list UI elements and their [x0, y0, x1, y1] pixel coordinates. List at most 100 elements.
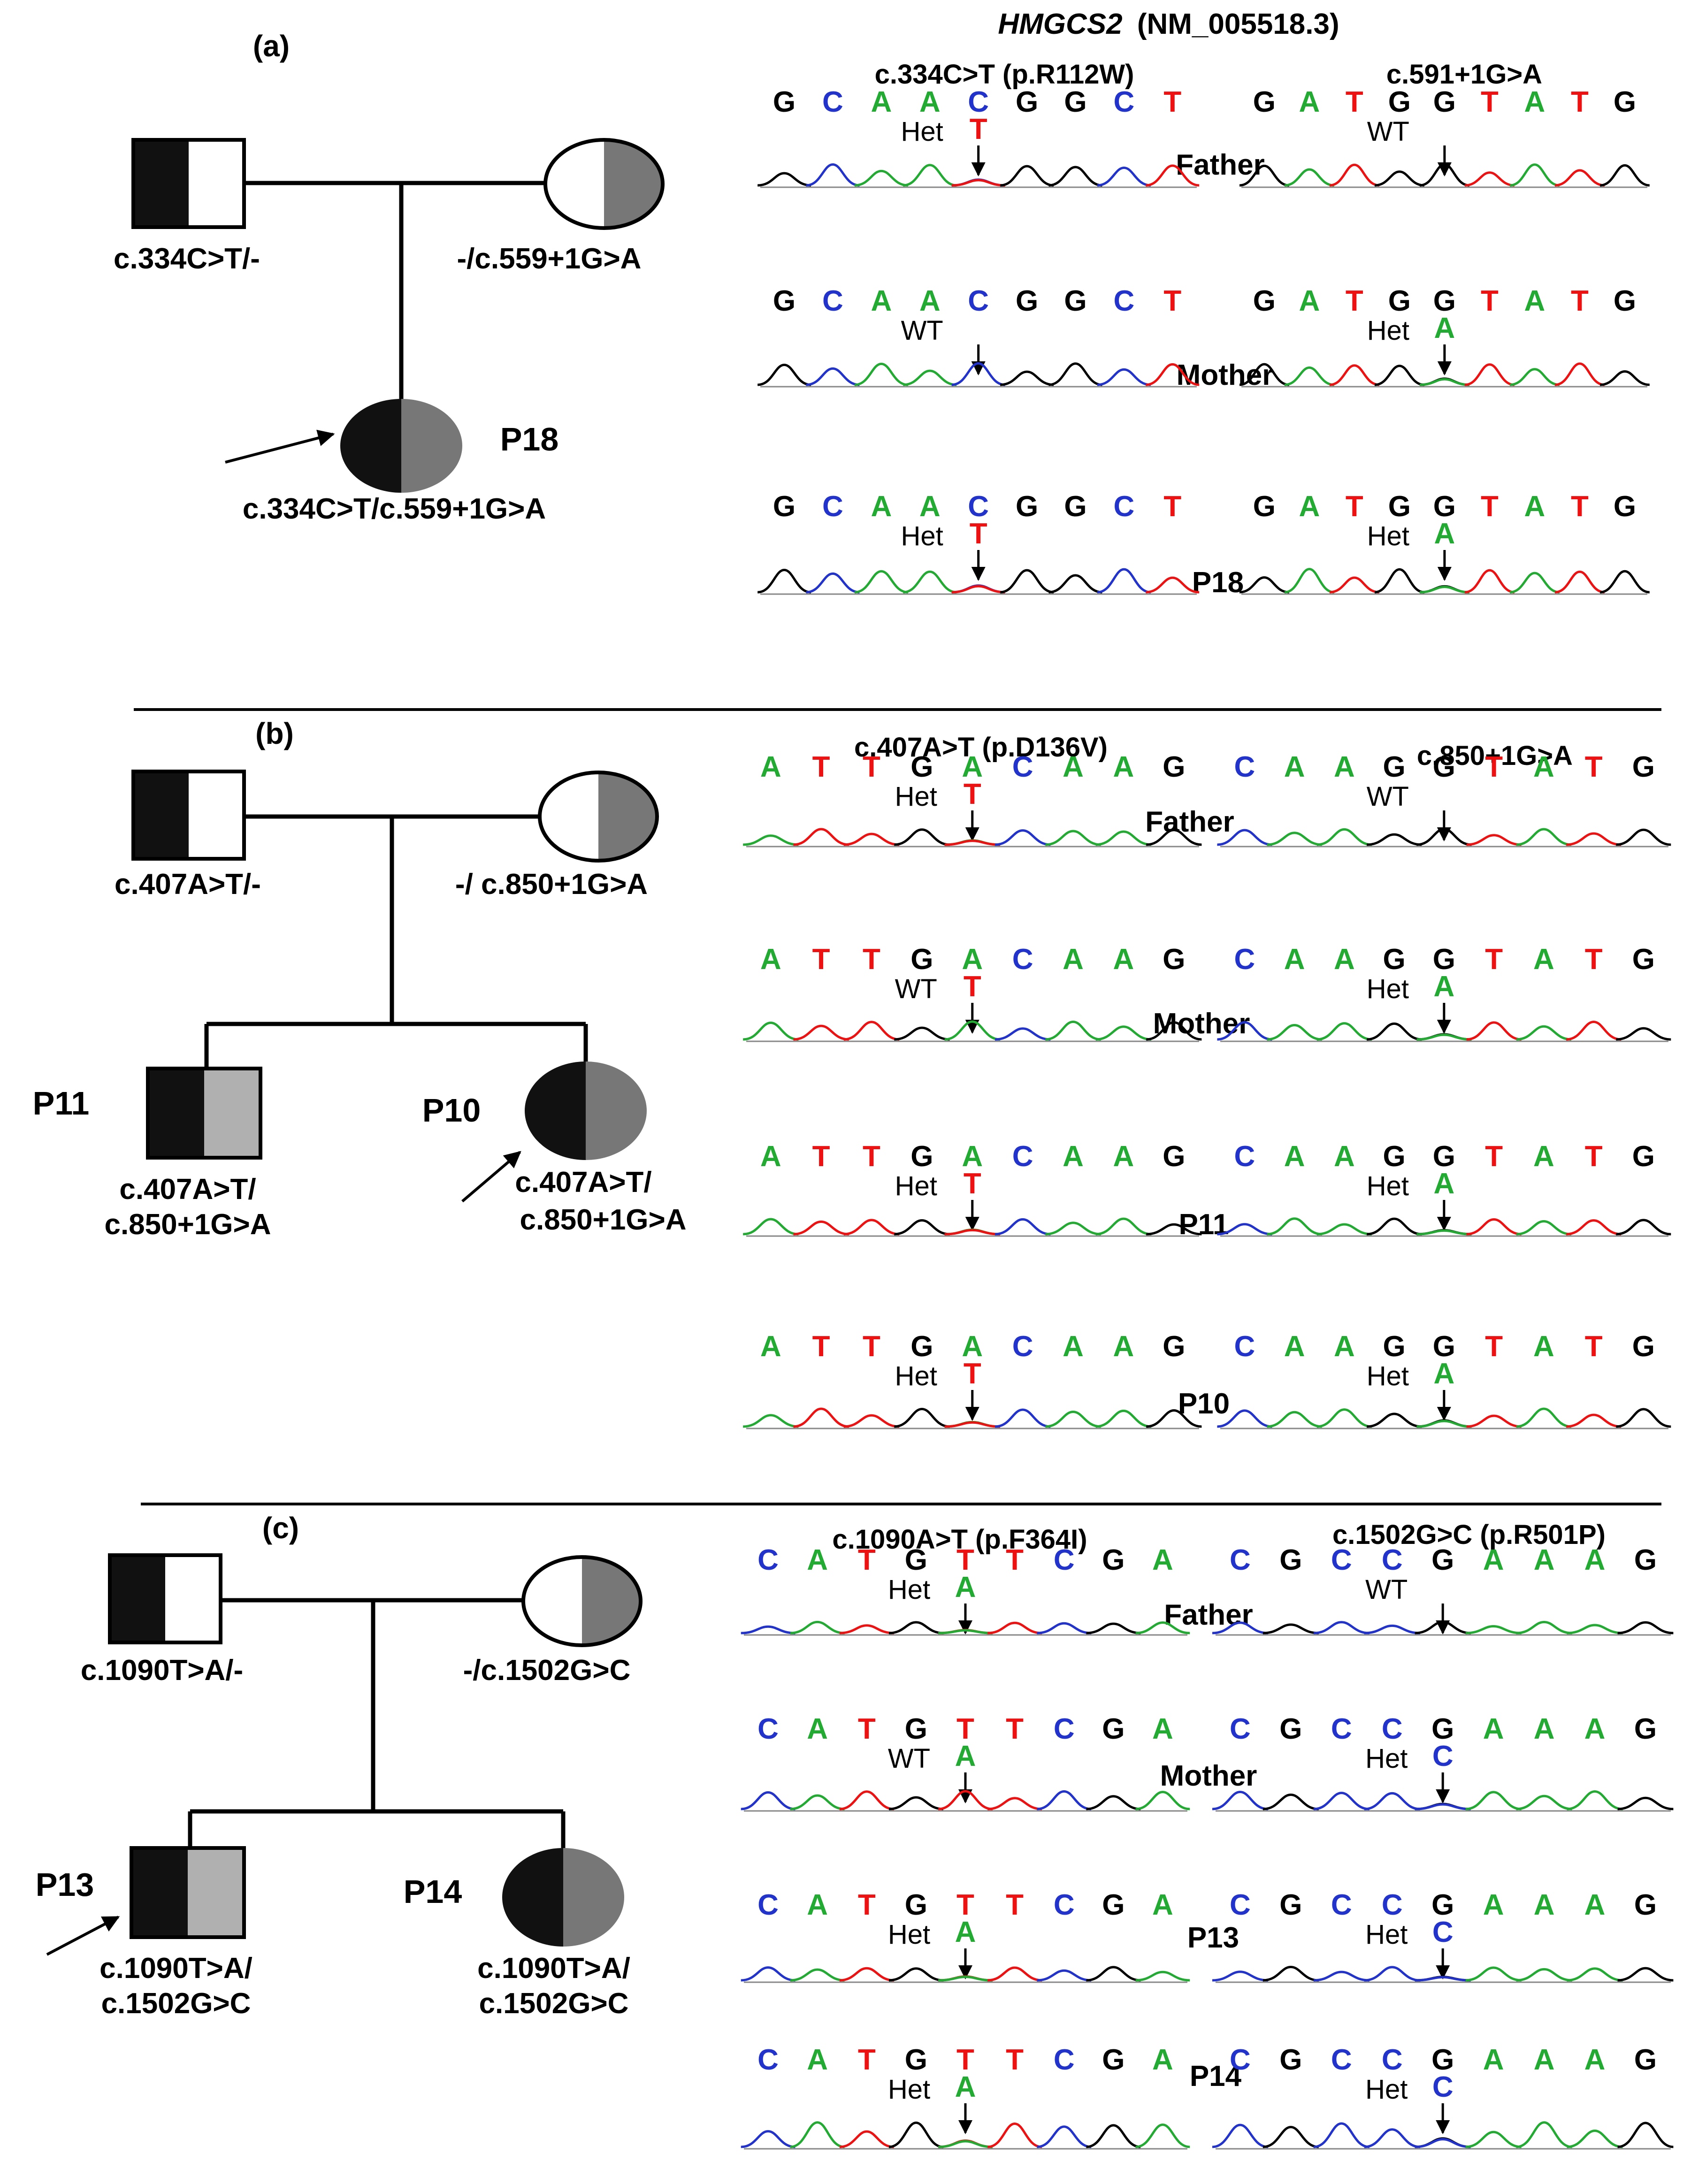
base-letter: T	[1006, 1889, 1024, 1921]
base-letter: A	[1483, 1713, 1504, 1745]
child-p10-genotype-line1: c.407A>T/	[515, 1166, 651, 1199]
trace-peak	[1509, 572, 1560, 594]
zygosity-label: Het	[1367, 974, 1409, 1004]
variant-1-name: c.1090A>T (p.F364I)	[832, 1524, 1087, 1555]
proband-arrow	[225, 429, 335, 464]
proband-arrow	[461, 1151, 521, 1203]
base-letter: T	[1346, 285, 1363, 317]
base-letter: A	[919, 285, 941, 317]
trace-peak	[1239, 363, 1289, 386]
base-letter: C	[757, 1544, 779, 1576]
base-letter: A	[871, 490, 892, 523]
alt-base-letter: C	[1432, 1740, 1454, 1772]
base-letter: G	[1433, 751, 1455, 783]
trace-peak	[1464, 569, 1515, 594]
base-letter: C	[968, 285, 989, 317]
trace-peak	[1516, 1620, 1572, 1634]
alt-base-letter: T	[964, 778, 981, 810]
trace-peak	[1617, 1621, 1674, 1634]
child-id: P18	[500, 421, 559, 458]
base-letter: A	[1584, 1713, 1606, 1745]
base-letter: C	[1230, 1713, 1251, 1745]
base-letter: T	[858, 1889, 876, 1921]
alt-base-letter: C	[1432, 2071, 1454, 2103]
proband-arrow	[46, 1916, 120, 1956]
figure-header: HMGCS2 (NM_005518.3)	[998, 8, 1339, 40]
base-letter: G	[905, 1713, 927, 1745]
base-letter: G	[1383, 943, 1406, 976]
child-p14-id: P14	[404, 1873, 462, 1910]
trace-peak	[1516, 1968, 1572, 1982]
trace-peak	[1267, 1217, 1322, 1236]
trace-peak	[1554, 362, 1605, 386]
trace-peak	[793, 1407, 849, 1428]
trace-peak	[1509, 368, 1560, 386]
alt-base-letter: C	[1432, 1916, 1454, 1948]
mother-genotype: -/c.559+1G>A	[457, 243, 642, 275]
trace-peak	[1617, 1967, 1674, 1982]
base-letter: A	[1483, 2044, 1504, 2076]
base-letter: A	[1534, 1544, 1555, 1576]
trace-peak	[793, 1220, 849, 1236]
base-letter: A	[1152, 1713, 1173, 1745]
trace-peak	[1239, 576, 1289, 594]
panel-c: (c) c.1090T>A/- -/c.1502G>C P13 c.1090T>…	[36, 1511, 1606, 2092]
base-letter: C	[1230, 2044, 1251, 2076]
trace-peak	[1329, 163, 1379, 187]
base-letter: A	[760, 1330, 781, 1363]
base-letter: A	[1524, 285, 1545, 317]
trace-peak	[742, 1022, 799, 1041]
base-letter: G	[1016, 285, 1038, 317]
base-letter: A	[1533, 943, 1554, 976]
base-letter: A	[962, 751, 983, 783]
base-letter: A	[1113, 1330, 1134, 1363]
trace-peak	[1465, 2131, 1522, 2148]
row-label-p13: P13	[1187, 1922, 1239, 1954]
base-letter: G	[1614, 490, 1636, 523]
base-letter: C	[1382, 1713, 1403, 1745]
child-p10-id: P10	[422, 1092, 481, 1129]
trace-peak	[1316, 1223, 1372, 1236]
trace-peak	[757, 172, 811, 187]
base-letter: A	[807, 1713, 828, 1745]
trace-peak	[1364, 2128, 1420, 2148]
child-p13-id: P13	[36, 1866, 94, 1903]
base-letter: T	[1006, 1713, 1024, 1745]
trace-peak	[1567, 1624, 1623, 1634]
base-letter: C	[822, 285, 843, 317]
trace-peak	[806, 572, 860, 594]
trace-peak	[1516, 1220, 1571, 1236]
trace-peak	[1367, 1217, 1422, 1236]
base-letter: A	[1334, 1330, 1355, 1363]
mother-symbol	[538, 771, 659, 863]
base-letter: C	[1113, 86, 1134, 118]
trace-peak	[1364, 1792, 1420, 1810]
zygosity-label: WT	[901, 315, 943, 346]
base-letter: A	[1534, 2044, 1555, 2076]
trace-peak	[1267, 832, 1322, 846]
trace-peak	[1516, 2121, 1572, 2148]
base-letter: G	[1634, 2044, 1657, 2076]
base-letter: T	[1585, 943, 1603, 976]
trace-peak	[894, 1026, 950, 1041]
base-letter: A	[1152, 1889, 1173, 1921]
trace-peak	[839, 2130, 894, 2148]
trace-peak	[1313, 1792, 1369, 1810]
trace-peak	[1284, 366, 1334, 386]
base-letter: G	[1102, 2044, 1125, 2076]
trace-peak	[790, 2121, 845, 2148]
trace-peak	[1048, 166, 1102, 187]
row-label-p10: P10	[1178, 1388, 1230, 1420]
base-letter: G	[1163, 751, 1185, 783]
base-letter: A	[1299, 490, 1320, 523]
trace-peak-alt	[938, 1629, 993, 1634]
trace-peak	[1086, 1622, 1141, 1634]
trace-peak	[1217, 1409, 1272, 1428]
trace-peak	[741, 1966, 796, 1982]
trace-peak	[1516, 1795, 1572, 1810]
trace-peak	[1095, 1025, 1152, 1041]
